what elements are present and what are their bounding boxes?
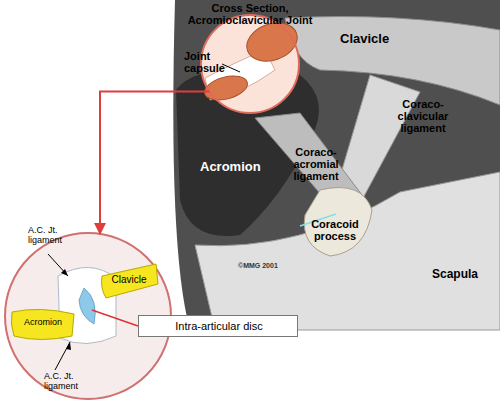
leader-line (48, 254, 68, 276)
ligament-label: A.C. Jt. ligament (44, 372, 96, 392)
bone-label: Scapula (432, 268, 492, 281)
leader-line (92, 310, 138, 326)
leader-arrowhead (66, 342, 71, 350)
bone-label: Acromion (200, 160, 280, 174)
callout-text: Intra-articular disc (139, 320, 299, 332)
leader-line (55, 342, 70, 370)
acromion-section (202, 72, 250, 105)
inset-circle: Cross Section, Acromioclavicular JointJo… (200, 14, 300, 114)
bone-label: Clavicle (100, 274, 158, 285)
ligament-label: Coraco- acromial ligament (286, 146, 346, 182)
bone-label: Clavicle (340, 32, 420, 46)
bone-shape: Acromion (10, 306, 76, 342)
bone-label: Coracoid process (300, 218, 370, 242)
callout-box: Intra-articular disc (138, 315, 298, 337)
ligament-label: Coraco- clavicular ligament (392, 98, 454, 134)
section-heading: Cross Section, Acromioclavicular Joint (170, 2, 330, 26)
leader-arrowhead (61, 269, 68, 276)
connector-arrow (100, 91, 209, 233)
ligament-label: A.C. Jt. ligament (28, 226, 80, 246)
intra-articular-disc (79, 288, 95, 324)
shoulder-background (173, 0, 500, 330)
bone-label: Acromion (10, 318, 76, 328)
bone-shape: Clavicle (100, 262, 158, 298)
copyright-notice: ©MMG 2001 (238, 262, 298, 270)
part-label: Joint capsule (184, 50, 232, 74)
